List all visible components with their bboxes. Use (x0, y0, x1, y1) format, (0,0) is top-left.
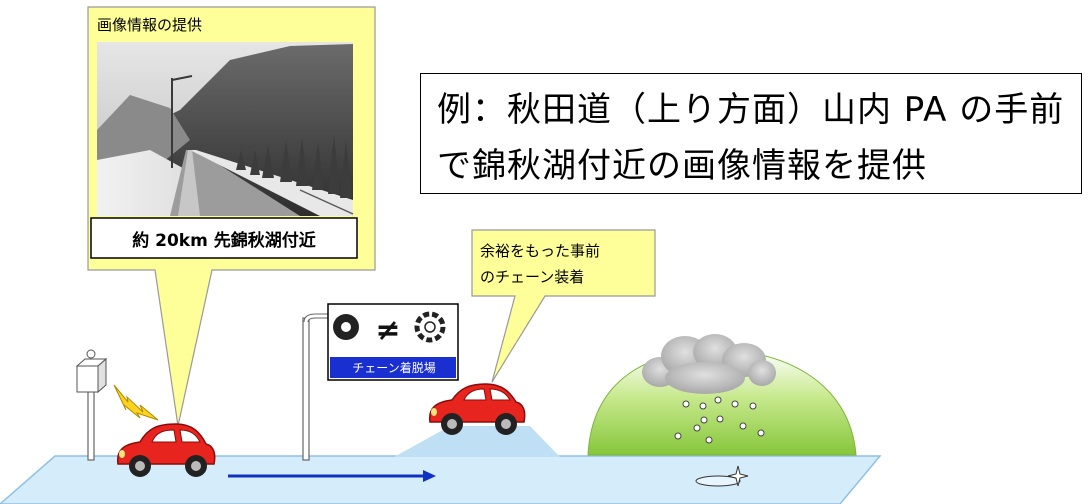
example-text-line1: 例：秋田道（上り方面）山内 PA の手前 (437, 90, 1065, 130)
chain-sign: ≠ (302, 303, 459, 461)
snow-cloud-icon (642, 334, 776, 394)
road-slope (394, 426, 560, 457)
road (0, 455, 882, 504)
car-icon (116, 423, 216, 477)
car-icon (428, 383, 526, 435)
example-text-line2: で錦秋湖付近の画像情報を提供 (437, 146, 927, 186)
advice-text-line1: 余裕をもった事前 (480, 242, 601, 260)
advice-text-line2: のチェーン装着 (480, 268, 585, 286)
arrow-right-icon (228, 470, 436, 482)
lightning-icon (113, 384, 159, 421)
photo-caption: 約 20km 先錦秋湖付近 (132, 231, 316, 251)
camera-post-icon (75, 349, 108, 461)
not-equal-symbol: ≠ (375, 313, 400, 348)
ice-puddle-icon (695, 465, 749, 487)
camera-callout (87, 6, 376, 427)
callout-title: 画像情報の提供 (97, 16, 203, 34)
example-box (420, 73, 1082, 194)
advice-callout (471, 229, 656, 383)
chain-tire-icon (414, 311, 446, 343)
snowflakes (674, 396, 765, 444)
tire-icon (333, 314, 359, 340)
camera-photo (97, 42, 354, 216)
chain-sign-label: チェーン着脱場 (352, 361, 436, 375)
